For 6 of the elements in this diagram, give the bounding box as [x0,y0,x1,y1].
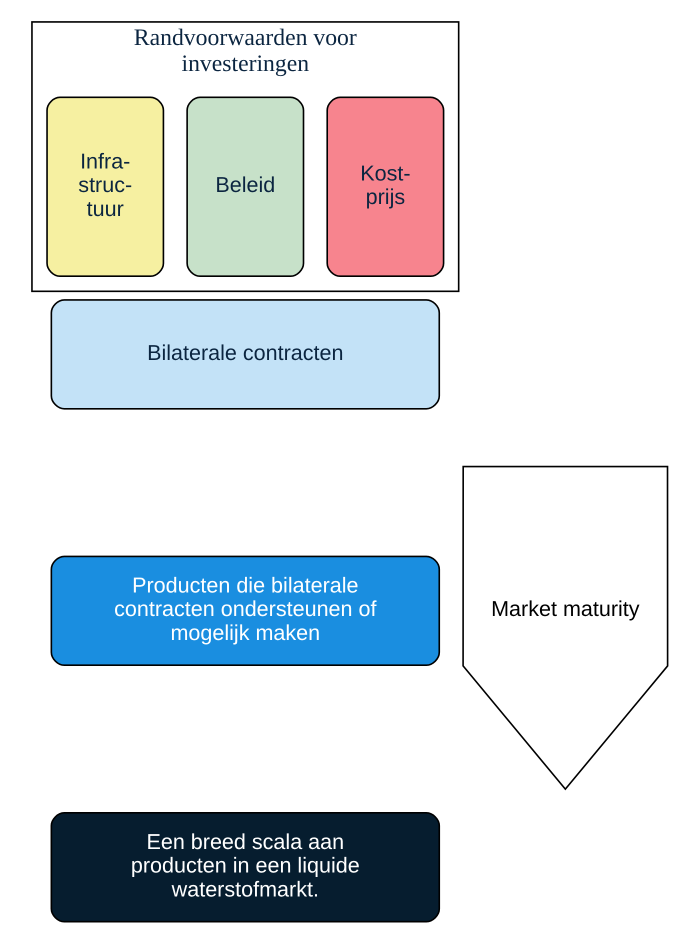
node-box: Kost- prijs [326,96,444,277]
node-box: Een breed scala aan producten in een liquide waterstofmarkt. [50,812,440,922]
node-box: Beleid [186,96,304,277]
node-box: Infra- struc- tuur [46,96,164,277]
node-box: Producten die bilaterale contracten ondersteunen of mogelijk maken [50,555,440,666]
node-box: Bilaterale contracten [50,298,440,410]
